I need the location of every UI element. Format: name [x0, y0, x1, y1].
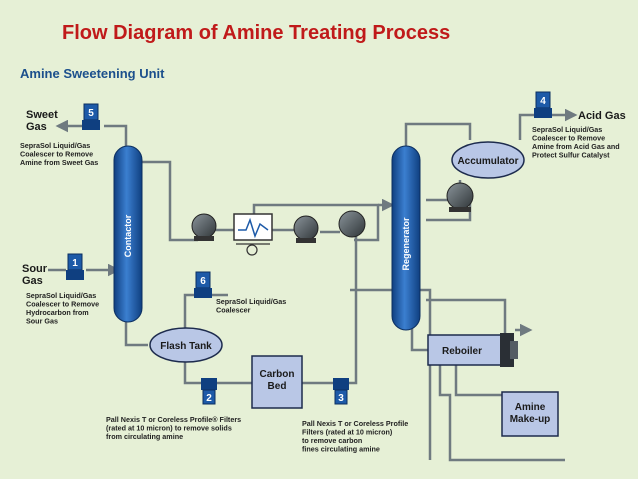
unit-title: Amine Sweetening Unit	[20, 66, 165, 81]
marker-1: 1	[66, 253, 84, 280]
contactor-label: Contactor	[123, 214, 133, 257]
marker-5: 5	[82, 103, 100, 130]
svg-text:4: 4	[540, 96, 546, 107]
marker-6: 6	[194, 271, 212, 298]
flash-tank-vessel: Flash Tank	[149, 327, 223, 363]
page-title: Flow Diagram of Amine Treating Process	[62, 22, 451, 44]
svg-text:3: 3	[338, 393, 344, 404]
regenerator-label: Regenerator	[401, 217, 411, 271]
flash-tank-label: Flash Tank	[160, 341, 212, 352]
marker-4: 4	[534, 91, 552, 118]
svg-text:2: 2	[206, 393, 212, 404]
marker-3: 3	[333, 378, 349, 405]
note-2: Pall Nexis T or Coreless Profile® Filter…	[106, 415, 241, 441]
accumulator-label: Accumulator	[457, 156, 518, 167]
pump-icon	[338, 210, 366, 238]
pump-icon	[191, 213, 217, 241]
accumulator-vessel: Accumulator	[451, 141, 525, 179]
heat-exchanger-icon	[233, 213, 273, 256]
acid-gas-label: Acid Gas	[578, 110, 626, 122]
marker-2: 2	[201, 378, 217, 405]
pump-icon	[293, 215, 319, 243]
regenerator-vessel: Regenerator	[391, 145, 421, 331]
contactor-vessel: Contactor	[113, 145, 143, 323]
pump-icon	[446, 182, 474, 212]
svg-text:6: 6	[200, 276, 206, 287]
reboiler-unit: Reboiler	[427, 333, 518, 367]
reboiler-label: Reboiler	[442, 346, 482, 357]
svg-text:1: 1	[72, 258, 78, 269]
svg-text:5: 5	[88, 108, 94, 119]
